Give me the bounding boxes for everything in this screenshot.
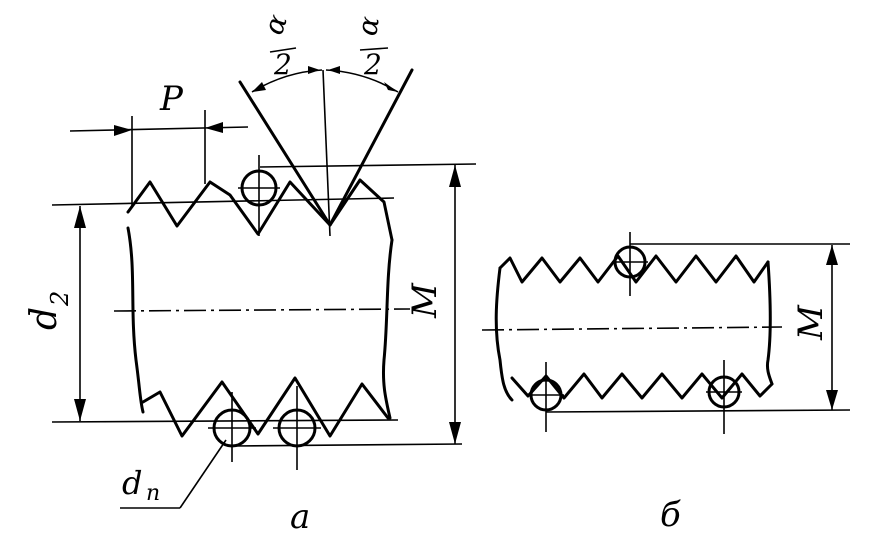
axis-line-b (481, 326, 783, 331)
b-lower-wire-right (706, 360, 742, 434)
b-upper-thread-profile (498, 254, 770, 284)
b-left-outline (494, 266, 514, 402)
angle-left-flank (238, 80, 332, 227)
d2-arrowhead-bottom (74, 399, 86, 421)
angle-arrowhead-left (252, 82, 266, 92)
left-body-outline (126, 226, 145, 414)
m-arrowhead-top (449, 165, 461, 187)
b-upper-wire (612, 232, 648, 296)
caption-a: а (290, 497, 310, 533)
half-angle-right-den: 2 (363, 48, 382, 81)
axis-line-a (113, 308, 411, 312)
upper-wire (238, 155, 280, 236)
pitch-arrowhead-right (205, 122, 223, 133)
angle-right-flank (328, 68, 414, 227)
half-angle-right-bar (359, 47, 389, 51)
d2-ext-bottom (51, 419, 399, 423)
figure-a: P α 2 α 2 d 2 M d п а (24, 10, 477, 533)
lower-thread-profile (141, 376, 390, 438)
pitch-arrowhead-left (114, 125, 132, 136)
angle-arrowhead-right (384, 82, 398, 92)
m-label-a: M (405, 282, 445, 319)
lower-wire-left (208, 392, 256, 462)
upper-thread-profile (126, 178, 394, 242)
b-right-outline (766, 260, 774, 386)
b-m-arrowhead-top (826, 245, 838, 265)
m-label-b: M (791, 304, 831, 341)
d2-label-group: d 2 (24, 291, 74, 330)
m-ext-top (259, 163, 477, 168)
dn-leader-diag (179, 439, 227, 509)
caption-b: б (660, 495, 681, 533)
dn-label: d (122, 464, 142, 502)
angle-arrowhead-mid-left (308, 66, 320, 74)
d2-ext-top (51, 197, 395, 206)
d2-label: d (24, 307, 65, 330)
b-lower-wire-left (528, 362, 564, 432)
m-arrowhead-bottom (449, 422, 461, 444)
right-body-outline (382, 238, 394, 420)
angle-arc-right (325, 69, 399, 93)
d2-arrowhead-top (74, 206, 86, 228)
m-label-b-group: M (791, 304, 831, 341)
b-m-ext-bottom (545, 409, 851, 413)
m-ext-bottom (231, 443, 463, 447)
angle-axis (322, 69, 331, 237)
half-angle-right-num: α (350, 14, 386, 38)
b-m-arrowhead-bottom (826, 390, 838, 410)
pitch-label: P (159, 79, 184, 119)
d2-label-sub: 2 (46, 291, 74, 307)
m-label-a-group: M (405, 282, 445, 319)
dn-label-sub: п (146, 481, 160, 506)
figure-b: M б (481, 232, 851, 533)
half-angle-left-den: 2 (273, 48, 292, 81)
angle-arrowhead-mid-right (328, 66, 340, 74)
half-angle-left-bar (269, 47, 297, 53)
half-angle-left-num: α (257, 10, 295, 39)
